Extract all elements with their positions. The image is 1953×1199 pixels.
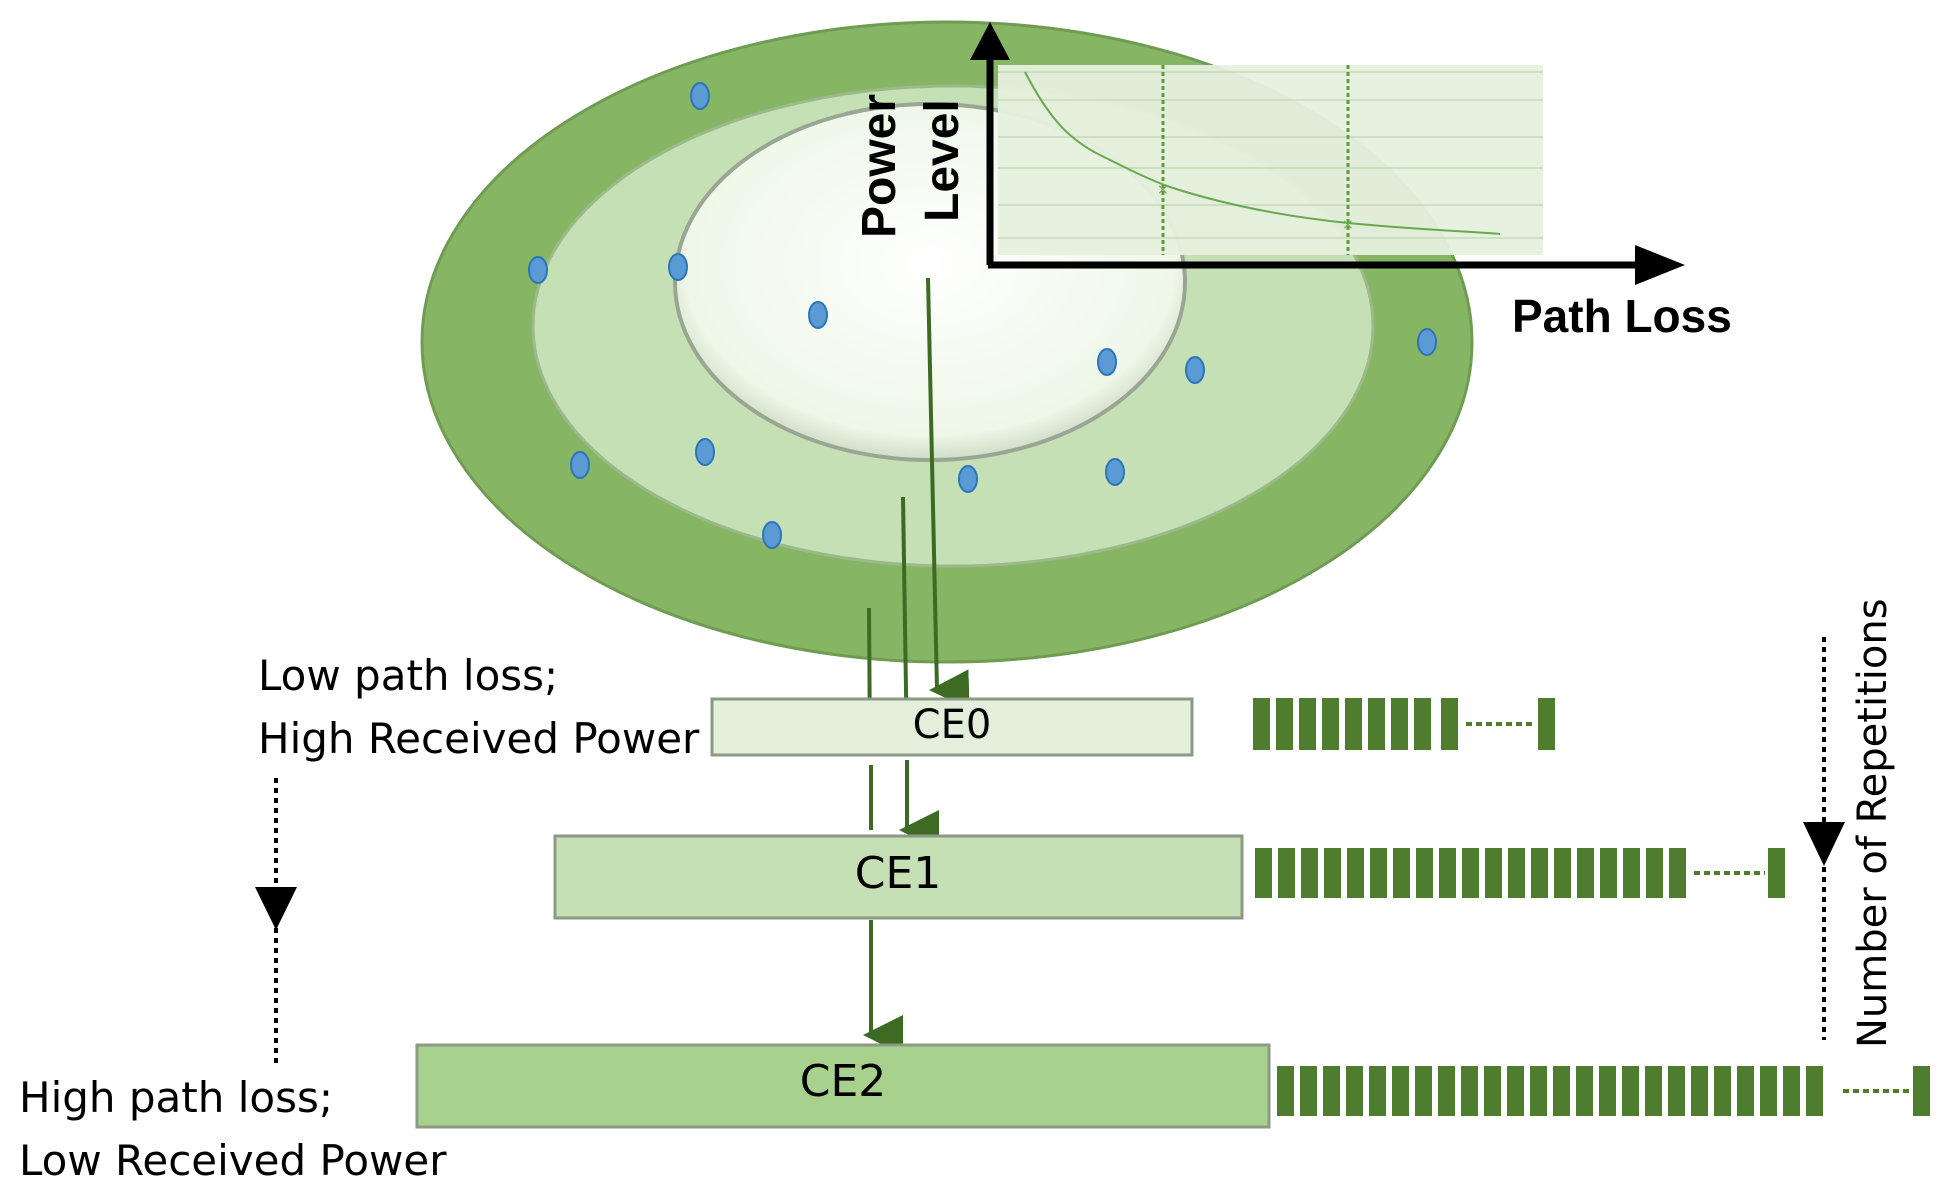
repetition-block [1322, 698, 1339, 750]
repetition-block-last [1538, 698, 1555, 750]
ce0-label: CE0 [913, 702, 992, 748]
repetition-block [1623, 848, 1640, 898]
y-axis-label-line1: Power [853, 94, 906, 238]
low-pathloss-note-line2: High Received Power [258, 714, 700, 763]
repetition-block [1441, 698, 1458, 750]
repetition-block [1508, 848, 1525, 898]
repetition-block [1553, 1066, 1570, 1116]
high-pathloss-note-line2: Low Received Power [19, 1136, 447, 1185]
repetitions-label: Number of Repetitions [1850, 598, 1896, 1048]
ce2-level: CE2 [415, 1043, 1271, 1129]
repetitions-dotted-arrow-head [1803, 822, 1845, 866]
repetition-block [1369, 1066, 1386, 1116]
repetition-block [1391, 698, 1408, 750]
ce1-label: CE1 [855, 848, 942, 899]
device-icon [1105, 458, 1125, 486]
x-axis-label: Path Loss [1512, 290, 1732, 342]
device-icon [1185, 356, 1205, 384]
repetition-block [1737, 1066, 1754, 1116]
device-icon [958, 465, 978, 493]
left-dotted-arrow-head [255, 887, 297, 930]
ce0-repetitions [1253, 698, 1555, 750]
devices [528, 82, 1437, 549]
repetition-block [1485, 848, 1502, 898]
y-axis-label-line2: Level [916, 99, 969, 222]
device-icon [528, 256, 548, 284]
repetition-block [1277, 1066, 1294, 1116]
repetition-block [1669, 848, 1686, 898]
curve-marker: × [1157, 182, 1169, 198]
ce0-level: CE0 [710, 697, 1194, 757]
repetition-block [1416, 848, 1433, 898]
curve-marker: × [1342, 217, 1354, 233]
repetition-block [1392, 1066, 1409, 1116]
repetition-block [1646, 848, 1663, 898]
repetition-block [1622, 1066, 1639, 1116]
ce0-bar [710, 697, 1194, 757]
device-icon [808, 301, 828, 329]
repetition-block [1577, 848, 1594, 898]
repetition-block [1461, 1066, 1478, 1116]
repetition-block [1438, 1066, 1455, 1116]
connector-to-ce0 [926, 277, 970, 710]
repetition-block [1554, 848, 1571, 898]
repetition-block [1346, 1066, 1363, 1116]
repetition-block [1301, 848, 1318, 898]
repetition-block [1484, 1066, 1501, 1116]
repetition-block [1668, 1066, 1685, 1116]
device-icon [762, 521, 782, 549]
repetition-block [1760, 1066, 1777, 1116]
device-icon [1097, 348, 1117, 376]
repetition-block [1414, 698, 1431, 750]
ce2-repetitions [1277, 1066, 1930, 1116]
device-icon [668, 253, 688, 281]
repetition-block [1347, 848, 1364, 898]
device-icon [1417, 328, 1437, 356]
ce1-level: CE1 [553, 834, 1244, 920]
repetition-block [1462, 848, 1479, 898]
repetition-block [1278, 848, 1295, 898]
repetition-block [1300, 1066, 1317, 1116]
ce1-bar [553, 834, 1244, 920]
ce1-repetitions [1255, 848, 1785, 898]
repetition-block [1783, 1066, 1800, 1116]
repetition-block [1368, 698, 1385, 750]
device-icon [690, 82, 710, 110]
device-icon [695, 438, 715, 466]
repetition-block [1645, 1066, 1662, 1116]
repetition-block [1370, 848, 1387, 898]
device-icon [570, 451, 590, 479]
y-axis-arrowhead [970, 22, 1010, 60]
high-pathloss-note-line1: High path loss; [19, 1073, 333, 1122]
repetition-block [1253, 698, 1270, 750]
repetition-block [1806, 1066, 1823, 1116]
repetition-block [1576, 1066, 1593, 1116]
repetition-block [1599, 1066, 1616, 1116]
repetition-block [1691, 1066, 1708, 1116]
graph-background [998, 65, 1543, 255]
repetition-block [1507, 1066, 1524, 1116]
low-pathloss-note-line1: Low path loss; [258, 651, 558, 700]
power-curve [1024, 71, 1501, 235]
repetition-block [1600, 848, 1617, 898]
repetition-block [1714, 1066, 1731, 1116]
repetition-block-last [1768, 848, 1785, 898]
repetition-block [1439, 848, 1456, 898]
repetition-block [1324, 848, 1341, 898]
ce2-label: CE2 [800, 1056, 887, 1107]
repetition-block [1255, 848, 1272, 898]
repetition-block [1345, 698, 1362, 750]
ce2-bar [415, 1043, 1271, 1129]
repetition-block [1276, 698, 1293, 750]
repetition-block [1393, 848, 1410, 898]
repetition-block [1530, 1066, 1547, 1116]
repetition-block [1531, 848, 1548, 898]
repetition-block [1323, 1066, 1340, 1116]
power-pathloss-graph: × × Power Level Path Loss [853, 22, 1732, 342]
repetition-block [1299, 698, 1316, 750]
repetition-block-last [1913, 1066, 1930, 1116]
x-axis-arrowhead [1635, 245, 1685, 285]
repetition-block [1415, 1066, 1432, 1116]
